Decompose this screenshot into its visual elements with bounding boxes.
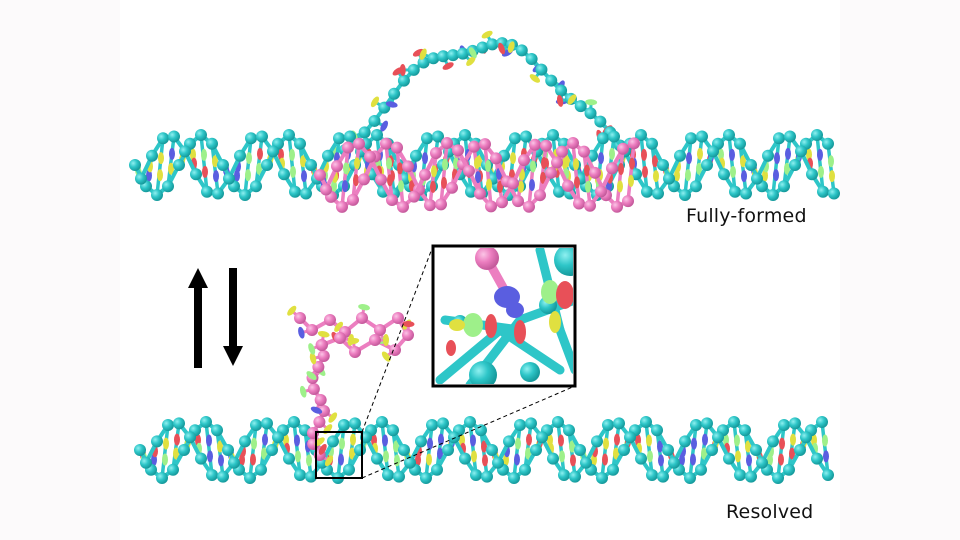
bottom-rna-strand	[287, 304, 415, 467]
reverse-arrow-icon	[223, 268, 243, 366]
connector-line-top	[361, 245, 434, 433]
top-rna-hybrid	[314, 137, 640, 213]
inset-magnification	[315, 244, 577, 479]
inset-source-box	[315, 431, 363, 479]
bottom-dna-duplex	[134, 416, 834, 484]
connector-line-bottom	[361, 385, 576, 479]
resolved-label: Resolved	[726, 501, 814, 523]
inset-zoom-content	[435, 248, 573, 384]
equilibrium-arrows	[188, 268, 243, 368]
inset-zoom-box	[431, 244, 577, 388]
forward-arrow-icon	[188, 268, 208, 368]
fully-formed-label: Fully-formed	[686, 205, 807, 227]
molecular-structures	[129, 30, 840, 484]
